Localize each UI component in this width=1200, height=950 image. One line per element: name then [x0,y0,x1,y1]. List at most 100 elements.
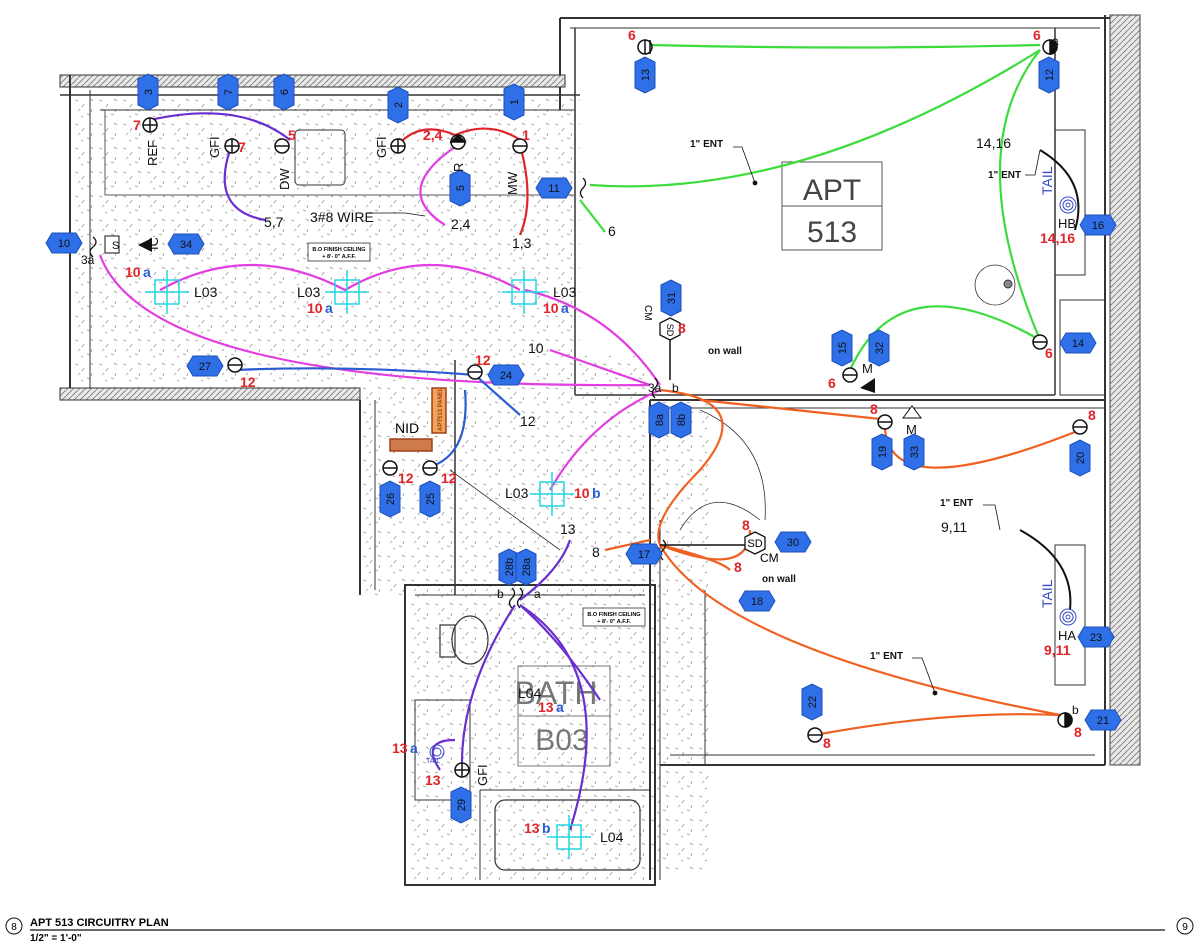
circuit-tag-text: 33 [909,446,921,458]
leader-lines [370,146,1041,696]
circuit-tag-text: 22 [807,696,819,708]
circuit-tag-34: 34 [167,233,205,255]
circuit-tag-2: 2 [387,86,409,124]
circuit-tag-text: 27 [199,361,211,373]
svg-text:a: a [561,300,569,316]
bath-room-label: BATH B03 [515,665,611,767]
switches [89,177,667,609]
tail-label-2: TAIL [1039,579,1055,608]
footer: 8 APT 513 CIRCUITRY PLAN 1/2" = 1'-0" 9 [5,917,1194,944]
bath-number: B03 [535,724,588,757]
circuit-tag-26: 26 [379,480,401,518]
circuit-tag-25: 25 [419,480,441,518]
circuit-tag-text: 24 [500,370,512,382]
circuit-tag-22: 22 [801,683,823,721]
cm-label-1: CM [642,305,653,321]
room-number: 513 [807,216,857,249]
circuit-tag-15: 15 [831,329,853,367]
ent-label-2: 1" ENT [988,170,1021,181]
home-run-5-7: 5,7 [264,214,284,230]
circuit-tag-text: 16 [1092,220,1104,232]
svg-text:13: 13 [538,699,554,715]
motion-sensors [104,235,922,419]
circuit-tag-text: 30 [787,537,799,549]
gfi-label-3: GFI [475,764,490,786]
home-run-6: 6 [608,223,616,239]
ic-label: IC [146,237,161,250]
switch-3a: 3a [81,253,95,267]
circuit-tag-text: 21 [1097,715,1109,727]
ha-label: HA [1058,628,1076,643]
circuit-wires [98,43,1081,831]
circuit-tag-12: 12 [1038,56,1060,94]
tail-label-1: TAIL [1039,166,1055,195]
circuit-tag-21: 21 [1084,709,1122,731]
circuit-12d: 12 [441,470,457,486]
home-run-8: 8 [592,544,600,560]
circuit-12a: 12 [240,374,256,390]
circuit-tag-text: 28a [521,557,533,576]
switch-a: a [534,587,541,601]
m-label-2: M [906,422,917,437]
svg-text:a: a [410,740,418,756]
switch-3ab: 3a [648,381,662,395]
circuit-tag-text: 18 [751,596,763,608]
circuit-tag-text: 8a [654,413,666,426]
circuit-8d: 8 [742,517,750,533]
circuit-tag-text: 1 [509,99,521,105]
home-run-12: 12 [520,413,536,429]
circuit-tag-text: 11 [548,183,559,195]
circuit-tag-text: 31 [666,292,678,304]
circuit-tag-6: 6 [273,73,295,111]
ref-label: REF [145,140,160,166]
circuit-tag-text: 26 [385,493,397,505]
hb-label: HB [1058,216,1076,231]
room-name: APT [803,174,861,207]
circuit-tag-19: 19 [871,433,893,471]
circuit-8a: 8 [678,320,686,336]
home-run-13: 13 [560,521,576,537]
circuit-tag-10: 10 [45,232,83,254]
switch-3ab-b: b [672,381,679,395]
circuit-tag-27: 27 [186,355,224,377]
cm-label-2: CM [760,551,779,565]
smoke-detectors [659,317,766,555]
circuit-tag-text: 29 [456,799,468,811]
circuit-tag-text: 6 [279,89,291,95]
s-label: S [112,240,119,252]
svg-text:B.O FINISH CEILING: B.O FINISH CEILING [587,612,640,618]
svg-text:B.O FINISH CEILING: B.O FINISH CEILING [312,247,365,253]
on-wall-2: on wall [762,574,796,585]
plan-title: APT 513 CIRCUITRY PLAN [30,917,169,929]
circuit-tag-31: 31 [660,279,682,317]
circuit-tag-13: 13 [634,56,656,94]
circuit-tag-text: 5 [455,185,467,191]
gfi-label-2: GFI [374,136,389,158]
circuit-tag-text: 32 [874,342,886,354]
ceiling-note-bath: B.O FINISH CEILING + 8'- 0" A.F.F. [582,607,646,627]
walls [59,14,1141,886]
circuit-tag-29: 29 [450,786,472,824]
home-run-2-4: 2,4 [451,216,471,232]
mw-label: MW [505,171,520,195]
svg-text:a: a [325,300,333,316]
circuit-8g: 8 [823,735,831,751]
wire-note: 3#8 WIRE [310,209,374,225]
svg-text:+ 8'- 0" A.F.F.: + 8'- 0" A.F.F. [597,619,631,625]
dw-label: DW [277,168,292,190]
circuit-tag-33: 33 [903,433,925,471]
circuit-13: 13 [425,772,441,788]
on-wall-1: on wall [708,346,742,357]
recept-a: a [1052,34,1059,48]
circuit-tag-text: 15 [837,342,849,354]
home-run-9-11: 9,11 [941,519,967,535]
sd-label-2: SD [747,538,762,550]
circuit-tag-text: 13 [640,69,652,81]
circuit-tag-text: 23 [1090,632,1102,644]
